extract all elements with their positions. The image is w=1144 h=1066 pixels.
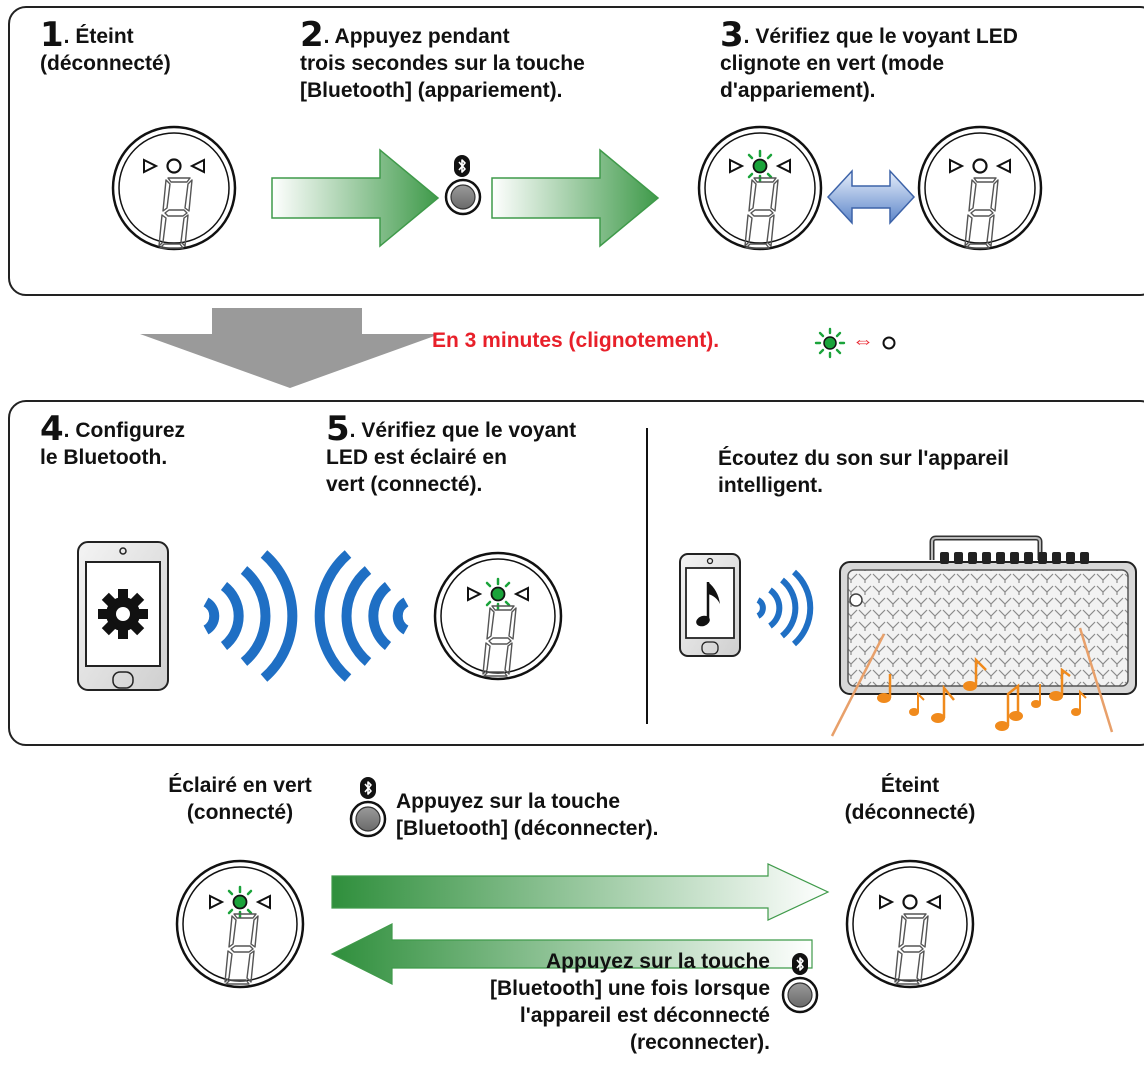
step-4: 4. Configurez le Bluetooth. [40,412,185,471]
right-state-label: Éteint (déconnecté) [844,774,976,824]
bluetooth-button-icon [349,800,387,838]
step-3-text: . Vérifiez que le voyant LED clignote en… [720,25,1018,102]
step-2-number: 2 [300,15,324,55]
step-1-text: . Éteint (déconnecté) [40,25,171,75]
arrow-right-icon [491,148,660,248]
step-1: 1. Éteint (déconnecté) [40,18,171,77]
bluetooth-icon [791,952,809,976]
step-1-number: 1 [40,15,64,55]
step-4-number: 4 [40,409,64,449]
big-down-arrow-icon [140,308,440,388]
smartphone-settings-icon [77,541,169,691]
arrow-right-icon [331,863,830,921]
step-3-number: 3 [720,15,744,55]
arrow-right-icon [271,148,440,248]
step-5-number: 5 [326,409,350,449]
display-blinking-icon [697,125,823,251]
equivalence-symbol: ⇔ [852,328,874,353]
display-connected-icon [175,859,305,989]
led-off-icon [882,336,896,350]
divider [646,428,648,724]
display-connected-icon [433,551,563,681]
listen-text: Écoutez du son sur l'appareil intelligen… [718,447,1009,497]
wireless-waves-icon [314,550,409,682]
step-5-text: . Vérifiez que le voyant LED est éclairé… [326,419,577,496]
display-off-icon [917,125,1043,251]
bluetooth-button-icon [781,976,819,1014]
step-3: 3. Vérifiez que le voyant LED clignote e… [720,18,1018,104]
step-5: 5. Vérifiez que le voyant LED est éclair… [326,412,577,498]
disconnect-instruction: Appuyez sur la touche [Bluetooth] (décon… [396,790,659,840]
bluetooth-icon [453,154,471,178]
amplifier-icon [830,535,1137,737]
bluetooth-button-icon [444,178,482,216]
bluetooth-icon [359,776,377,800]
wireless-waves-icon [756,569,814,647]
display-off-icon [845,859,975,989]
arrow-left-icon [330,923,813,985]
time-note: En 3 minutes (clignotement). [432,329,720,352]
left-state-label: Éclairé en vert (connecté) [168,774,312,824]
step-4-text: . Configurez le Bluetooth. [40,419,185,469]
display-off-icon [111,125,237,251]
blinking-led-icon [814,327,846,359]
smartphone-music-icon [679,553,741,657]
step-2: 2. Appuyez pendant trois secondes sur la… [300,18,585,104]
wireless-waves-icon [203,550,298,682]
double-arrow-icon [826,169,916,225]
reconnect-instruction: Appuyez sur la touche [Bluetooth] une fo… [490,950,770,1054]
step-2-text: . Appuyez pendant trois secondes sur la … [300,25,585,102]
